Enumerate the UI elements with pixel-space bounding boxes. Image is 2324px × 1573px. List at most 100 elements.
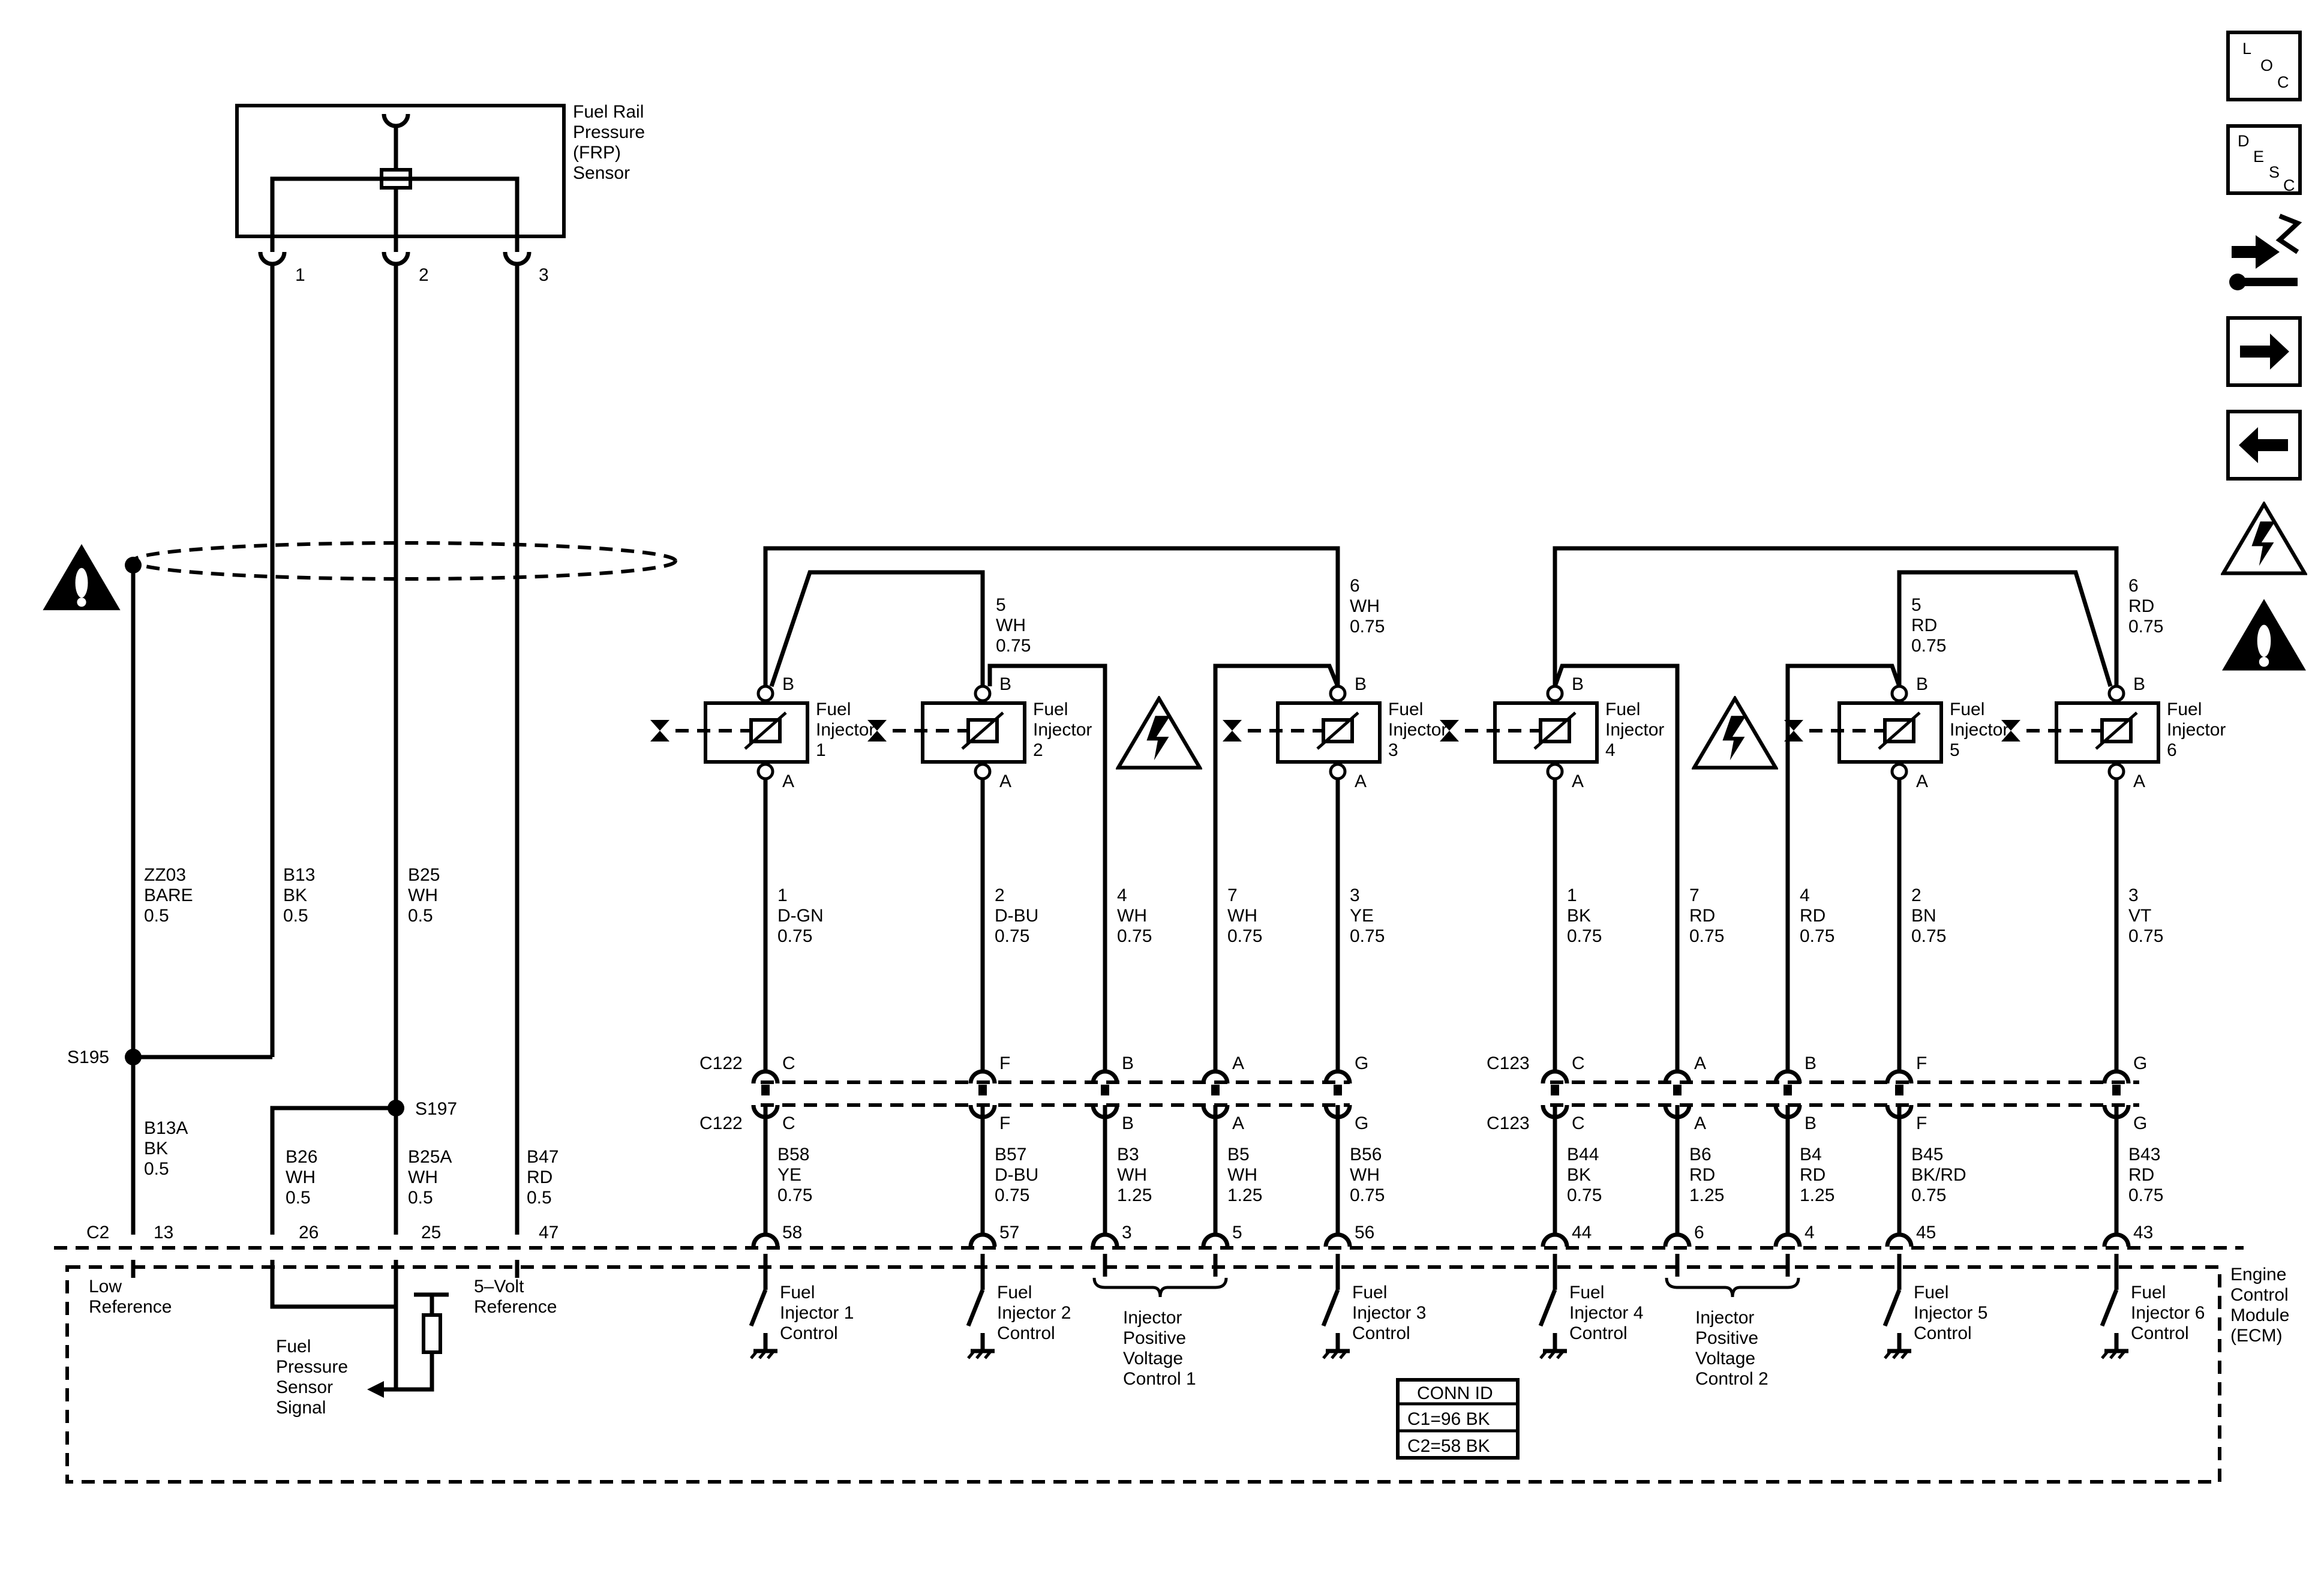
wire-label-line: YE: [1350, 906, 1374, 926]
wire-label-line: VT: [2128, 906, 2151, 926]
ecm-terminal: [1773, 1232, 1802, 1247]
pin-b-label: B: [999, 674, 1011, 694]
pin-b-terminal: [2107, 685, 2125, 703]
previous-button[interactable]: [2226, 410, 2302, 481]
pin-a-label: A: [1572, 772, 1584, 791]
ecm-wire-label-line: 1.25: [1117, 1185, 1152, 1205]
wire-label-line: 0.75: [1567, 926, 1602, 946]
desc-button[interactable]: D E S C: [2226, 124, 2302, 195]
pullup-resistor: [422, 1313, 442, 1354]
c122-label-top: C122: [699, 1053, 743, 1073]
driver-switch-icon: [1321, 1289, 1340, 1327]
pin-a-label: A: [999, 772, 1011, 791]
wire-label-line: 0.75: [1800, 926, 1834, 946]
ecm-wire-label-line: B56: [1350, 1145, 1382, 1164]
connector-pin-label: C: [782, 1053, 795, 1073]
ecm-wire-label-line: YE: [777, 1165, 801, 1185]
connector-pin-label: C: [782, 1113, 795, 1133]
connector-pin-label: F: [999, 1113, 1010, 1133]
component-swap-button[interactable]: [2229, 214, 2302, 290]
injector-name-line: Injector: [1605, 720, 1664, 740]
ecm-wire-label-line: 0.75: [1350, 1185, 1385, 1205]
wire-zz03-label: ZZ03 BARE 0.5: [144, 865, 198, 926]
connector-pin-label: B: [1122, 1113, 1134, 1133]
loc-icon[interactable]: [2226, 31, 2302, 101]
wire-label-line: D-GN: [777, 906, 824, 926]
loc-button[interactable]: L O C: [2226, 31, 2302, 101]
bank1-ipv-wire-4: [987, 664, 1107, 1071]
driver-switch-icon: [1882, 1289, 1902, 1327]
ecm-wire-label-line: RD: [1800, 1165, 1825, 1185]
wire-label-line: WH: [1227, 906, 1257, 926]
bank1-wire-6-label-line: WH: [1350, 596, 1380, 616]
wire-label-line: 0.75: [1350, 926, 1385, 946]
bank1-wire-5-label-line: 5: [996, 595, 1006, 615]
c123-label-top: C123: [1487, 1053, 1530, 1073]
injector-control-label-line: Fuel: [2131, 1283, 2166, 1302]
splice-s197-label: S197: [415, 1099, 457, 1119]
injector-name-line: Fuel: [1388, 700, 1423, 719]
wire-label-line: RD: [1689, 906, 1715, 926]
bank1-wire-6-label-line: 6: [1350, 576, 1360, 596]
frp-wires: S195 S197 ZZ03 BARE 0.5 B13 BK 0.5 B25 W…: [67, 264, 677, 1235]
injector-positive-voltage-control-label-line: Positive: [1695, 1328, 1758, 1348]
pin-b-terminal: [756, 685, 774, 703]
high-voltage-warning-icon[interactable]: [2223, 504, 2305, 573]
wire-b13a-label: B13A BK 0.5: [144, 1118, 192, 1179]
conn-id-table: CONN ID C1=96 BK C2=58 BK: [1396, 1378, 1520, 1460]
next-arrow-icon[interactable]: [2240, 334, 2289, 370]
caution-icon[interactable]: [2222, 599, 2306, 671]
shield-ellipse: [131, 541, 677, 581]
injector-control-label-line: Injector 5: [1914, 1303, 1987, 1323]
wire-label-line: 0.75: [1227, 926, 1262, 946]
previous-arrow-icon[interactable]: [2239, 427, 2288, 463]
wire-label-line: 3: [2128, 885, 2139, 905]
ecm-pin-label: 6: [1694, 1223, 1704, 1242]
pin-b-terminal: [974, 685, 992, 703]
ecm-wire-label-line: B3: [1117, 1145, 1139, 1164]
injector-control-label-line: Injector 6: [2131, 1303, 2205, 1323]
injector-name-line: Fuel: [816, 700, 851, 719]
splice-s195: [125, 1049, 142, 1065]
wire-label-line: 2: [1911, 885, 1921, 905]
desc-icon[interactable]: [2226, 124, 2302, 195]
svg-text:E: E: [2253, 148, 2264, 166]
injector-name-line: 3: [1388, 740, 1398, 760]
wire-label-line: BN: [1911, 906, 1936, 926]
wire-b25-label: B25 WH 0.5: [408, 865, 445, 926]
c2-pin-26: 26: [299, 1223, 319, 1242]
conn-id-title: CONN ID: [1417, 1383, 1493, 1403]
bank1-ipv-wire-7: [1213, 664, 1340, 1071]
pin-a-label: A: [1916, 772, 1928, 791]
wire-label-line: 0.75: [995, 926, 1029, 946]
component-swap-icon[interactable]: [2229, 214, 2302, 290]
nozzle-icon: [1440, 720, 1459, 731]
connector-pin-label: A: [1232, 1053, 1244, 1073]
ecm-wire-label-line: BK: [1567, 1165, 1591, 1185]
ecm-wire-label-line: RD: [2128, 1165, 2154, 1185]
injector-positive-voltage-control-label-line: Control 2: [1695, 1369, 1768, 1389]
driver-switch-icon: [749, 1289, 768, 1327]
connector-pin-label: F: [1916, 1113, 1927, 1133]
injector-control-label-line: Fuel: [780, 1283, 815, 1302]
next-button[interactable]: [2226, 316, 2302, 387]
pin-a-terminal: [1546, 763, 1564, 781]
c123-label-bottom: C123: [1487, 1113, 1530, 1133]
ecm-pin-label: 43: [2133, 1223, 2153, 1242]
